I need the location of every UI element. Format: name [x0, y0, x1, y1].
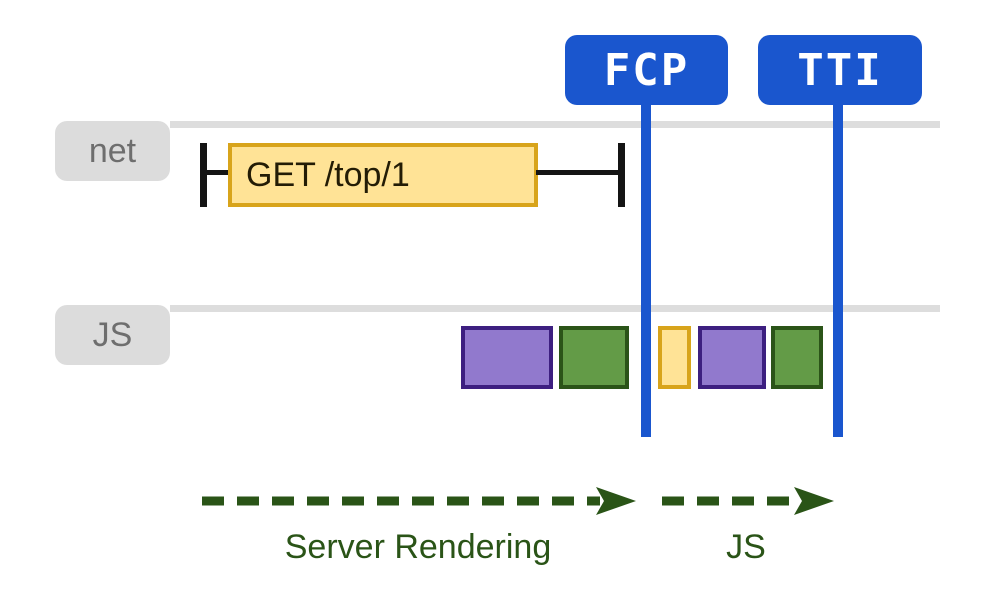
lane-js-label: JS: [92, 315, 133, 354]
phase-label-server-rendering: Server Rendering: [190, 528, 646, 567]
lane-net-chip: net: [55, 121, 170, 181]
request-start-tick: [200, 143, 207, 207]
js-task-block[interactable]: [461, 326, 553, 389]
request-bar[interactable]: GET /top/1: [228, 143, 538, 207]
request-end-connector: [536, 170, 624, 175]
dashed-arrow-icon: [662, 487, 834, 515]
phase-label-js: JS: [655, 528, 837, 567]
js-task-block[interactable]: [559, 326, 629, 389]
milestone-badge-tti[interactable]: TTI: [758, 35, 922, 105]
lane-js-track: [170, 305, 940, 312]
phase-arrow-server-rendering: [200, 483, 640, 519]
js-task-block[interactable]: [658, 326, 691, 389]
phase-arrow-js: [660, 483, 838, 519]
js-task-block[interactable]: [771, 326, 823, 389]
lane-net-label: net: [88, 131, 137, 170]
milestone-label-fcp: FCP: [603, 44, 690, 96]
lane-js-chip: JS: [55, 305, 170, 365]
phase-label-text: Server Rendering: [284, 528, 552, 566]
tti-marker-line: [833, 35, 843, 437]
request-start-connector: [200, 170, 232, 175]
dashed-arrow-icon: [202, 487, 636, 515]
request-end-tick: [618, 143, 625, 207]
request-label: GET /top/1: [246, 155, 410, 194]
milestone-label-tti: TTI: [797, 44, 883, 96]
fcp-marker-line: [641, 35, 651, 437]
milestone-badge-fcp[interactable]: FCP: [565, 35, 728, 105]
js-task-block[interactable]: [698, 326, 766, 389]
lane-net-track: [170, 121, 940, 128]
phase-label-text: JS: [726, 528, 766, 566]
